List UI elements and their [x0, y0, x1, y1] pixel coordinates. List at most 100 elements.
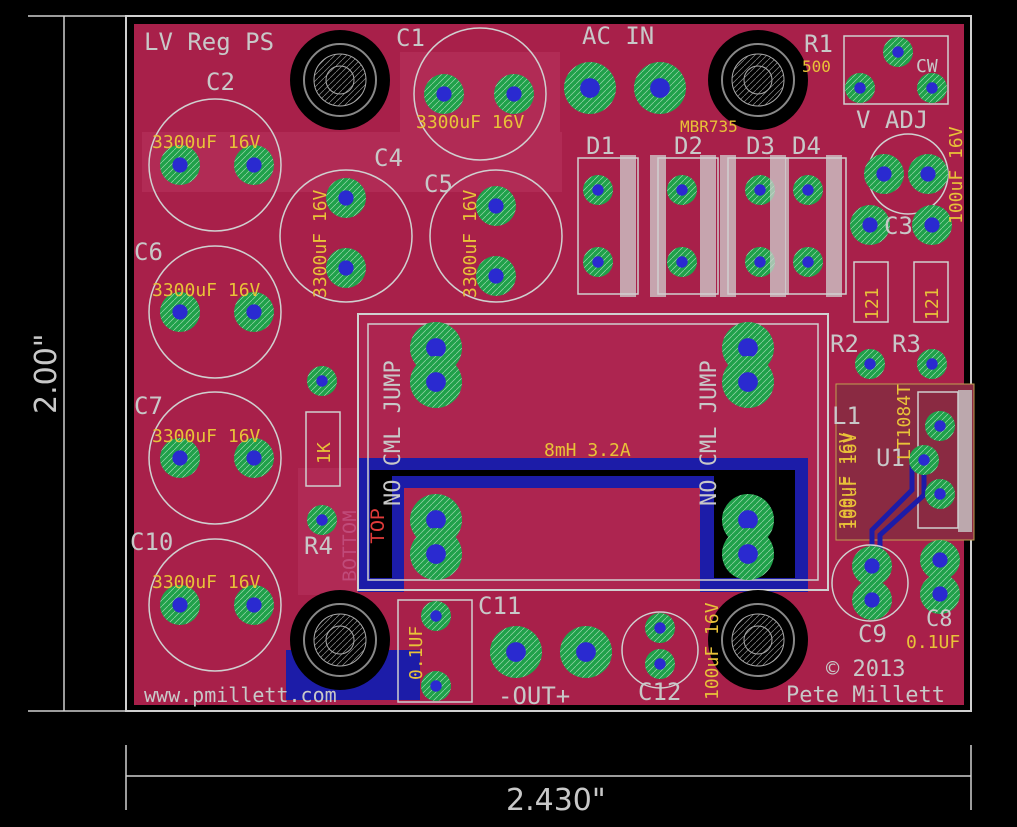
- ref-r3: R3: [892, 330, 921, 358]
- value-r1: 500: [802, 57, 831, 76]
- ref-c3: C3: [884, 212, 913, 240]
- ref-c9: C9: [858, 620, 887, 648]
- ref-r1: R1: [804, 30, 833, 58]
- d4-pad: [793, 247, 823, 277]
- c1-outline: [413, 27, 547, 161]
- c10-pad: [160, 585, 200, 625]
- r3-body: [913, 261, 949, 323]
- out-pad: [560, 626, 612, 678]
- d1-body: [577, 157, 639, 295]
- value-c9: 100uF 16V: [840, 432, 861, 530]
- value-c2: 3300uF 16V: [152, 132, 261, 153]
- author-label: Pete Millett: [786, 683, 945, 708]
- board-title: LV Reg PS: [144, 28, 274, 56]
- c5-pad: [476, 186, 516, 226]
- bottom-label: BOTTOM: [340, 510, 363, 582]
- value-c12: 100uF 16V: [702, 602, 723, 700]
- dimension-lines: [28, 15, 972, 810]
- c1-pad: [424, 74, 464, 114]
- ref-d4: D4: [792, 132, 821, 160]
- c3-pad: [864, 154, 904, 194]
- r2-pad: [855, 349, 885, 379]
- ac-in-pad: [634, 62, 686, 114]
- c2-pad: [234, 145, 274, 185]
- c6-pad: [160, 292, 200, 332]
- d4-pad: [793, 175, 823, 205]
- c2-outline: [148, 98, 282, 232]
- r4-body: [305, 411, 341, 487]
- dimension-height: 2.00": [29, 333, 64, 414]
- value-diode: MBR735: [680, 117, 738, 136]
- c2-pad: [160, 145, 200, 185]
- v-adj-label: V ADJ: [856, 106, 928, 134]
- value-c7: 3300uF 16V: [152, 426, 261, 447]
- ref-c11: C11: [478, 592, 521, 620]
- c4-pad: [326, 178, 366, 218]
- c8-pad: [920, 574, 960, 614]
- value-l1-cap: 100uF 16V: [836, 432, 857, 530]
- c4-pad: [326, 248, 366, 288]
- r2-body: [853, 261, 889, 323]
- ref-r4: R4: [304, 532, 333, 560]
- ref-c8: C8: [926, 607, 953, 632]
- c11-pad: [421, 671, 451, 701]
- mounting-hole-bl: [290, 590, 390, 690]
- c12-outline: [621, 611, 699, 689]
- value-c11: 0.1UF: [406, 626, 427, 680]
- copyright-label: © 2013: [826, 657, 905, 682]
- ref-c4: C4: [374, 144, 403, 172]
- ref-c6: C6: [134, 238, 163, 266]
- value-c6: 3300uF 16V: [152, 280, 261, 301]
- mounting-hole-br: [708, 590, 808, 690]
- c9-pad: [852, 580, 892, 620]
- c8-pad: [920, 540, 960, 580]
- value-c8: 0.1UF: [906, 632, 960, 653]
- value-r2: 121: [862, 287, 883, 320]
- ref-u1: U1: [876, 444, 905, 472]
- ac-in-pad: [564, 62, 616, 114]
- c6-pad: [234, 292, 274, 332]
- c4-outline: [279, 169, 413, 303]
- mounting-hole-tl: [290, 30, 390, 130]
- u1-pad: [925, 479, 955, 509]
- d1-pad: [583, 175, 613, 205]
- r1-pad: [917, 73, 947, 103]
- out-label: -OUT+: [498, 682, 570, 710]
- r3-pad: [917, 349, 947, 379]
- value-c4: 3300uF 16V: [310, 189, 331, 298]
- ref-c12: C12: [638, 678, 681, 706]
- c7-pad: [160, 438, 200, 478]
- value-c1: 3300uF 16V: [416, 112, 525, 133]
- c10-pad: [234, 585, 274, 625]
- c9-outline: [831, 544, 909, 622]
- value-l1: 8mH 3.2A: [544, 440, 631, 461]
- r4-pad: [307, 505, 337, 535]
- d2-pad: [667, 247, 697, 277]
- jump-pad: [722, 528, 774, 580]
- value-r3: 121: [922, 287, 943, 320]
- u1-pad: [909, 445, 939, 475]
- c12-pad: [645, 613, 675, 643]
- value-c10: 3300uF 16V: [152, 572, 261, 593]
- jump-pad: [410, 528, 462, 580]
- u1-pad: [925, 411, 955, 441]
- mounting-hole-tr: [708, 30, 808, 130]
- d3-pad: [745, 175, 775, 205]
- d2-pad: [667, 175, 697, 205]
- c1-pad: [494, 74, 534, 114]
- no-cml-jump-right: NO CML JUMP: [697, 360, 722, 506]
- c3-pad: [908, 154, 948, 194]
- no-cml-jump-left: NO CML JUMP: [381, 360, 406, 506]
- ref-d3: D3: [746, 132, 775, 160]
- r1-pad: [883, 37, 913, 67]
- ref-d1: D1: [586, 132, 615, 160]
- d3-pad: [745, 247, 775, 277]
- c12-pad: [645, 649, 675, 679]
- ref-c1: C1: [396, 24, 425, 52]
- value-u1: LT1084T: [894, 384, 915, 460]
- r1-body: [843, 35, 949, 105]
- board-outline: [125, 15, 972, 712]
- dimension-width: 2.430": [506, 783, 606, 818]
- ref-l1: L1: [832, 402, 861, 430]
